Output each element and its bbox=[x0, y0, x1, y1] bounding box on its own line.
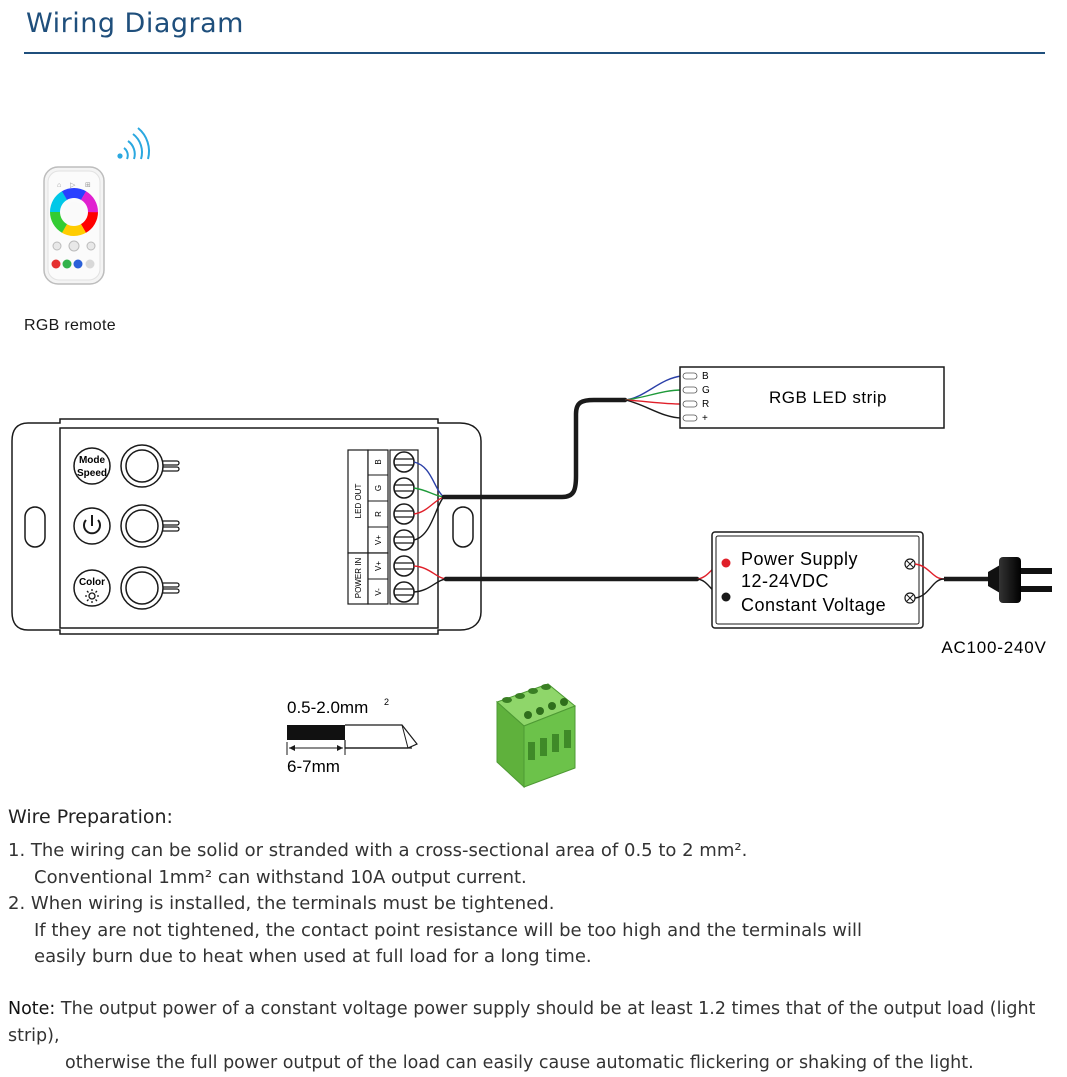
wire-strip-spec: 0.5-2.0mm 2 6-7mm bbox=[286, 697, 418, 776]
led-out-label: LED OUT bbox=[354, 484, 363, 519]
power-button[interactable] bbox=[73, 507, 111, 545]
note-block: Note: The output power of a constant vol… bbox=[8, 996, 1067, 1077]
wire-prep-item-2-line-2: If they are not tightened, the contact p… bbox=[34, 919, 862, 941]
screw-terminal bbox=[393, 529, 415, 551]
wire-prep-item-1-line-2: Conventional 1mm² can withstand 10A outp… bbox=[34, 866, 527, 888]
screw-terminals bbox=[389, 449, 419, 605]
color-label: Color bbox=[79, 577, 105, 588]
note-line-1: The output power of a constant voltage p… bbox=[8, 999, 1036, 1046]
knob-1 bbox=[120, 444, 180, 488]
svg-text:⌂: ⌂ bbox=[57, 182, 61, 189]
mode-label: Mode bbox=[79, 455, 106, 466]
svg-text:▷: ▷ bbox=[70, 182, 76, 189]
power-supply-voltage: 12-24VDC bbox=[741, 571, 829, 591]
wire-prep-item-1-line-1: 1. The wiring can be solid or stranded w… bbox=[8, 840, 748, 861]
wireless-signal-icon bbox=[117, 127, 151, 160]
terminal-label-vplus-in: V+ bbox=[374, 561, 383, 571]
speed-label: Speed bbox=[77, 468, 107, 479]
page-title: Wiring Diagram bbox=[26, 8, 244, 39]
color-wheel-icon bbox=[50, 187, 98, 236]
mode-speed-button[interactable]: Mode Speed bbox=[73, 447, 111, 485]
list-item: 2. When wiring is installed, the termina… bbox=[8, 891, 1048, 971]
screw-terminal bbox=[393, 503, 415, 525]
strip-pin-r: R bbox=[702, 399, 709, 410]
strip-pin-b: B bbox=[702, 371, 709, 382]
wire-area-label: 0.5-2.0mm bbox=[287, 698, 368, 717]
wire-prep-item-2-line-3: easily burn due to heat when used at ful… bbox=[34, 946, 592, 967]
terminal-label-r: R bbox=[374, 511, 383, 517]
power-icon bbox=[83, 515, 101, 535]
power-supply-title: Power Supply bbox=[741, 549, 858, 569]
screw-terminal bbox=[393, 555, 415, 577]
ac-input-wires bbox=[914, 563, 990, 599]
screw-terminal bbox=[393, 477, 415, 499]
strip-length-label: 6-7mm bbox=[287, 757, 340, 776]
svg-text:⊞: ⊞ bbox=[85, 182, 91, 189]
power-supply: Power Supply 12-24VDC Constant Voltage bbox=[711, 531, 924, 629]
terminal-label-table: LED OUT POWER IN B G R V+ V+ V- bbox=[347, 449, 389, 605]
wire-prep-item-2-line-1: 2. When wiring is installed, the termina… bbox=[8, 893, 555, 914]
terminal-label-vminus-in: V- bbox=[374, 588, 383, 596]
knob-2 bbox=[120, 504, 180, 548]
wire-prep-list: 1. The wiring can be solid or stranded w… bbox=[8, 838, 1048, 971]
terminal-label-vplus-out: V+ bbox=[374, 535, 383, 545]
list-item: 1. The wiring can be solid or stranded w… bbox=[8, 838, 1048, 891]
terminal-label-g: G bbox=[374, 485, 383, 491]
power-supply-type: Constant Voltage bbox=[741, 595, 886, 615]
rgb-led-strip: B G R + RGB LED strip bbox=[679, 366, 945, 429]
note-label: Note: bbox=[8, 999, 56, 1019]
terminal-label-b: B bbox=[374, 459, 383, 464]
power-in-label: POWER IN bbox=[354, 558, 363, 599]
ac-plug-icon bbox=[988, 557, 1052, 603]
brightness-sun-icon bbox=[85, 589, 99, 603]
ac-voltage-label: AC100-240V bbox=[941, 638, 1046, 657]
screw-terminal bbox=[393, 451, 415, 473]
wire-prep-title: Wire Preparation: bbox=[8, 806, 173, 828]
knob-3 bbox=[120, 566, 180, 610]
power-input-wires bbox=[413, 562, 727, 598]
screw-terminal bbox=[393, 581, 415, 603]
strip-pin-g: G bbox=[702, 385, 710, 396]
note-line-2: otherwise the full power output of the l… bbox=[65, 1053, 974, 1073]
led-output-wires bbox=[413, 375, 683, 541]
remote-label: RGB remote bbox=[24, 317, 116, 334]
color-button[interactable]: Color bbox=[73, 569, 111, 607]
terminal-block-icon bbox=[496, 683, 576, 789]
strip-pads bbox=[682, 372, 698, 422]
title-divider bbox=[24, 52, 1045, 54]
rgb-remote: ⌂ ▷ ⊞ bbox=[43, 166, 105, 285]
led-strip-label: RGB LED strip bbox=[769, 388, 887, 407]
strip-pin-plus: + bbox=[702, 413, 708, 424]
wire-area-superscript: 2 bbox=[384, 697, 389, 707]
